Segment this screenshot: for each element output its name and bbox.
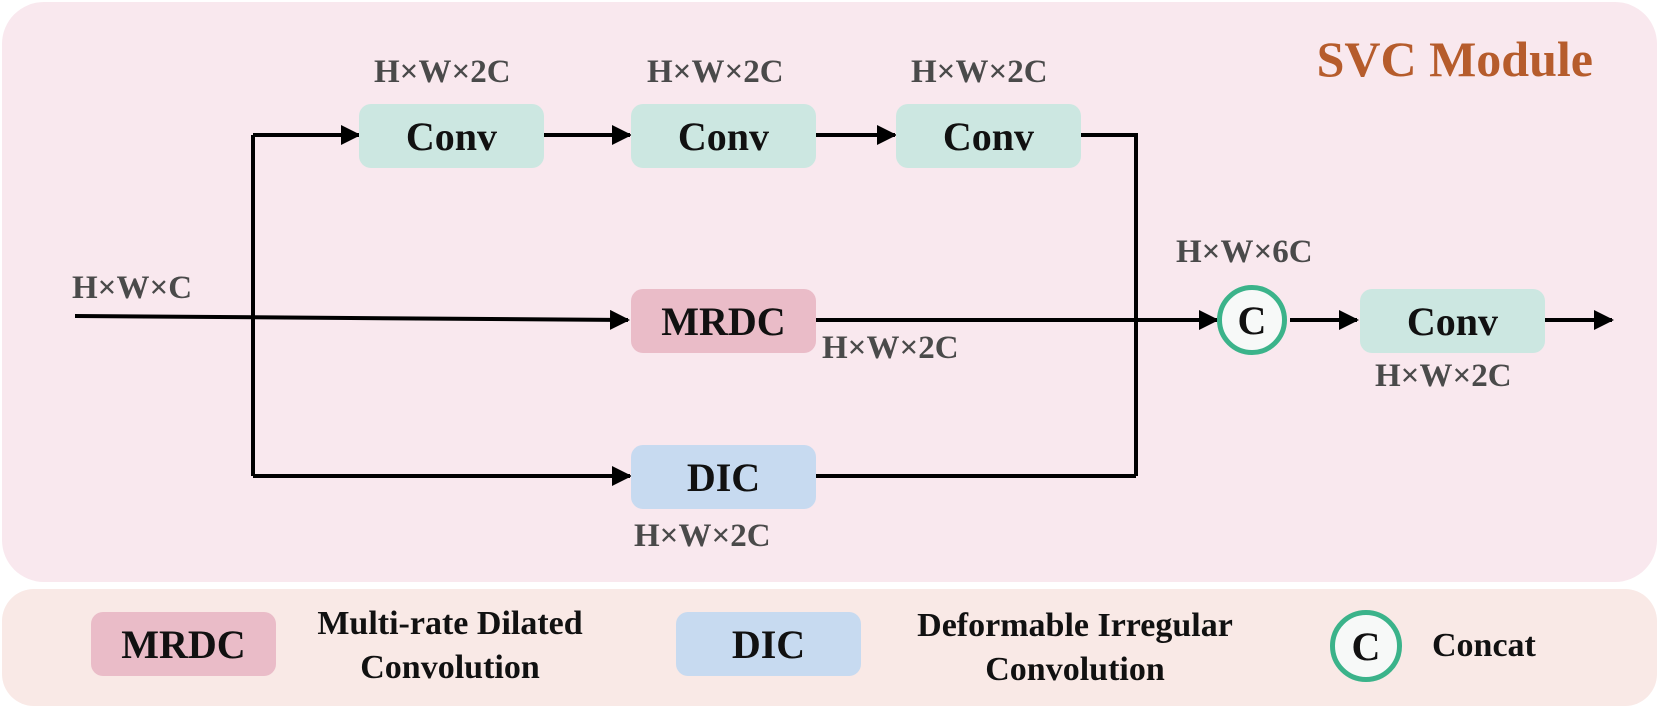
legend-dic-swatch: DIC (676, 612, 861, 676)
conv3-block: Conv (896, 104, 1081, 168)
conv1-dim-label: H×W×2C (374, 54, 511, 90)
input-dim-label: H×W×C (72, 270, 193, 306)
mrdc-block: MRDC (631, 289, 816, 353)
conv2-block: Conv (631, 104, 816, 168)
dic-dim-label: H×W×2C (634, 518, 771, 554)
module-title: SVC Module (1316, 31, 1593, 87)
mrdc-dim-label: H×W×2C (822, 330, 959, 366)
legend-concat-label: Concat (1432, 627, 1536, 664)
input-to-mrdc-arrow (74, 309, 630, 330)
dic-block: DIC (631, 445, 816, 509)
conv1-block: Conv (359, 104, 544, 168)
legend-dic-description: Deformable Irregular Convolution (890, 604, 1260, 692)
conv2-dim-label: H×W×2C (647, 54, 784, 90)
conv3-dim-label: H×W×2C (911, 54, 1048, 90)
legend-mrdc-line1: Multi-rate Dilated (317, 605, 583, 642)
output-conv-block: Conv (1360, 289, 1545, 353)
output-conv-dim-label: H×W×2C (1375, 358, 1512, 394)
legend-mrdc-line2: Convolution (360, 649, 540, 686)
legend-dic-line1: Deformable Irregular (917, 607, 1233, 644)
legend-mrdc-description: Multi-rate Dilated Convolution (290, 602, 610, 690)
concat-dim-label: H×W×6C (1176, 234, 1313, 270)
legend-concat-symbol: C (1330, 610, 1402, 682)
legend-dic-line2: Convolution (985, 651, 1165, 688)
legend-mrdc-swatch: MRDC (91, 612, 276, 676)
concat-node: C (1217, 285, 1287, 355)
conv3-merge-line (1081, 133, 1138, 476)
